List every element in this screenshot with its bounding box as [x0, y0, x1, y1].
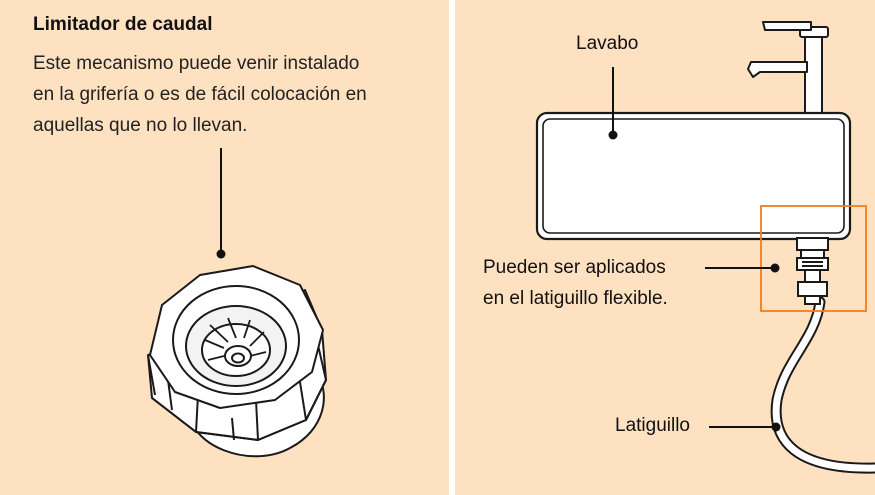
highlight-box [760, 205, 867, 312]
leader-dot [216, 249, 226, 259]
sink-inner-edge [542, 118, 845, 234]
hose-connector [796, 237, 829, 305]
application-label: Pueden ser aplicados en el latiguillo fl… [483, 257, 668, 309]
sink-leader-dot [608, 130, 618, 140]
right-panel: Lavabo Pueden ser aplicados en el latigu… [455, 0, 875, 495]
hose-body [772, 298, 875, 472]
panel-title: Limitador de caudal [33, 14, 213, 35]
sink-diagram [535, 21, 875, 474]
hose-leader-dot [771, 422, 781, 432]
application-leader-dot [770, 263, 780, 273]
hose-label: Latiguillo [615, 415, 690, 436]
flow-limiter-illustration [147, 148, 327, 458]
sink-basin [535, 111, 852, 241]
sink-label: Lavabo [576, 33, 639, 54]
description-text: Este mecanismo puede venir instalado en … [33, 53, 367, 136]
flow-limiter-icon [147, 265, 327, 458]
faucet-icon [747, 21, 829, 114]
left-panel: Limitador de caudal Este mecanismo puede… [0, 0, 449, 495]
